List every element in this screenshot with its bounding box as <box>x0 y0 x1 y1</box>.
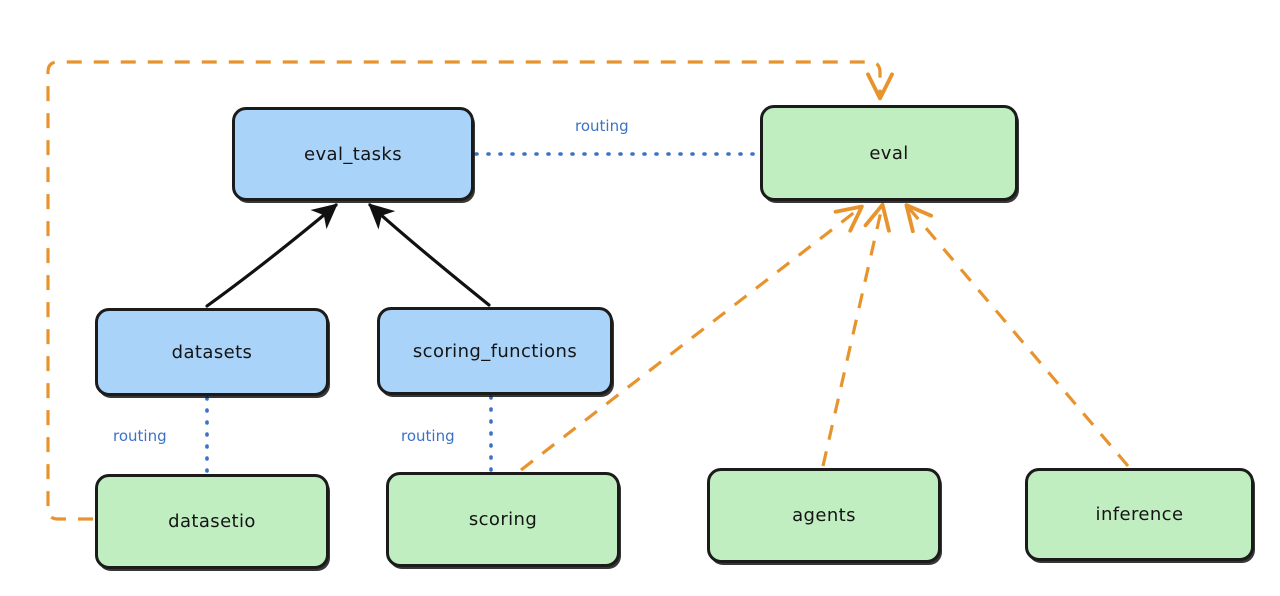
edge-label-routing-datasetio: routing <box>113 427 167 445</box>
node-label-scoring-functions: scoring_functions <box>412 340 578 362</box>
node-label-datasetio: datasetio <box>168 511 256 532</box>
node-scoring[interactable]: scoring <box>386 472 620 567</box>
edge-inference-to-eval <box>904 203 1130 468</box>
node-label-agents: agents <box>792 505 856 526</box>
node-datasets[interactable]: datasets <box>95 308 329 396</box>
node-datasetio[interactable]: datasetio <box>95 474 329 569</box>
node-label-inference: inference <box>1095 504 1184 525</box>
node-eval-tasks[interactable]: eval_tasks <box>232 107 474 201</box>
node-label-eval-tasks: eval_tasks <box>303 143 403 165</box>
node-label-eval: eval <box>869 142 909 164</box>
edge-agents-to-eval <box>821 202 891 467</box>
node-agents[interactable]: agents <box>707 468 941 563</box>
edge-label-routing-scoring: routing <box>401 427 455 445</box>
node-scoring-functions[interactable]: scoring_functions <box>377 307 613 395</box>
node-eval[interactable]: eval <box>760 105 1018 201</box>
node-label-scoring: scoring <box>468 509 538 530</box>
edge-datasets-to-eval-tasks <box>205 203 338 308</box>
edge-label-routing-eval: routing <box>575 117 629 135</box>
edge-scoring-functions-to-eval-tasks <box>368 203 491 307</box>
node-label-datasets: datasets <box>171 341 253 363</box>
node-inference[interactable]: inference <box>1025 468 1254 561</box>
